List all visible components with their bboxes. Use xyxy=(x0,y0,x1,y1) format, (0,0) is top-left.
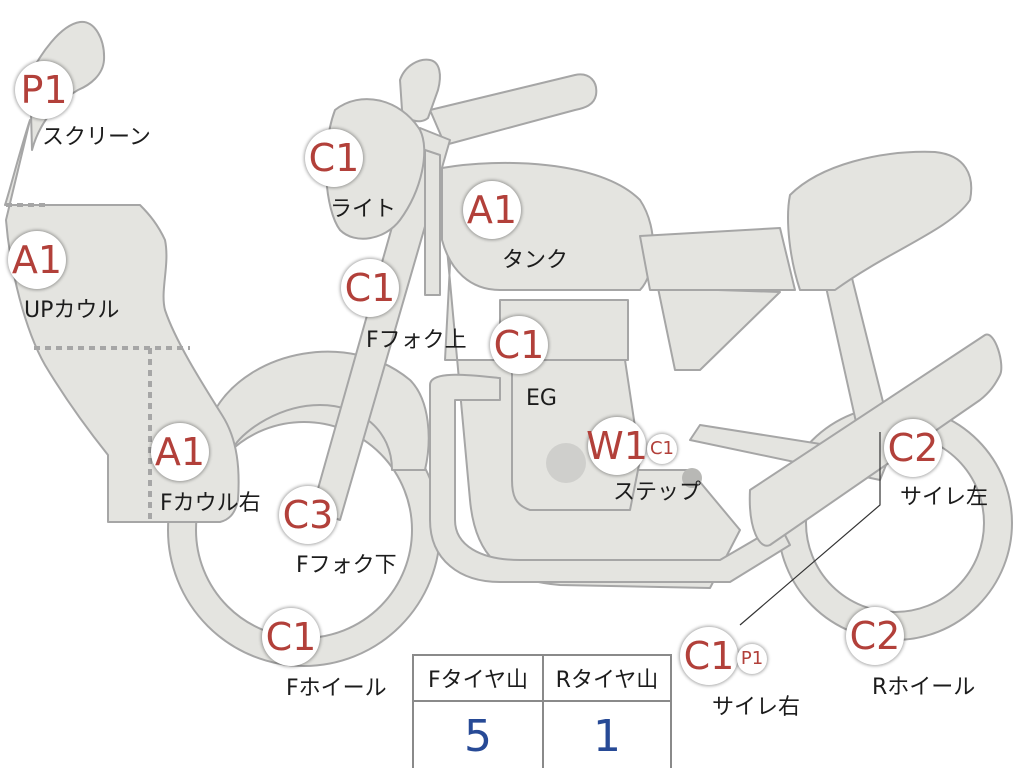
part-code-badge-secondary[interactable]: P1 xyxy=(737,644,767,674)
fairing-shape xyxy=(4,119,240,523)
table-divider xyxy=(542,656,544,768)
tire-tread-table: Fタイヤ山 Rタイヤ山 5 1 xyxy=(412,654,672,768)
side-cover-shape xyxy=(657,287,781,371)
fork-right-shape xyxy=(424,149,441,296)
part-label: Rホイール xyxy=(872,675,976,700)
part-code-badge-secondary[interactable]: C1 xyxy=(647,434,677,464)
part-code-badge[interactable]: C1 xyxy=(262,608,320,666)
handlebar-shape xyxy=(429,73,598,146)
part-code-badge[interactable]: C2 xyxy=(846,607,904,665)
front-tire-value: 5 xyxy=(464,710,492,762)
part-code-badge[interactable]: P1 xyxy=(15,61,73,119)
fork-left-shape xyxy=(311,127,451,521)
part-label: Fカウル右 xyxy=(160,491,261,516)
part-label: ステップ xyxy=(613,480,702,505)
part-label: サイレ左 xyxy=(900,485,989,510)
table-header-rear-tire: Rタイヤ山 xyxy=(555,668,659,693)
part-code-badge[interactable]: C1 xyxy=(680,627,738,685)
table-header-front-tire: Fタイヤ山 xyxy=(428,668,528,693)
part-code-badge[interactable]: C1 xyxy=(490,316,548,374)
seat-shape xyxy=(639,227,796,291)
part-code-badge[interactable]: C1 xyxy=(341,259,399,317)
part-code-badge[interactable]: A1 xyxy=(151,423,209,481)
part-code-badge[interactable]: A1 xyxy=(463,181,521,239)
part-code-badge[interactable]: C3 xyxy=(279,486,337,544)
part-label: Fホイール xyxy=(286,676,387,701)
part-label: UPカウル xyxy=(24,298,120,323)
rear-tire-value: 1 xyxy=(593,710,621,762)
part-code-badge[interactable]: C2 xyxy=(884,419,942,477)
part-code-badge[interactable]: A1 xyxy=(8,231,66,289)
muffler-shape xyxy=(748,333,1003,547)
part-label: スクリーン xyxy=(42,125,151,150)
exhaust-pipe-shape xyxy=(429,373,791,583)
part-label: Fフォク下 xyxy=(296,553,397,578)
part-code-badge[interactable]: C1 xyxy=(305,129,363,187)
part-code-badge[interactable]: W1 xyxy=(586,417,648,475)
part-label: ライト xyxy=(330,197,397,222)
part-label: サイレ右 xyxy=(712,695,801,720)
part-label: タンク xyxy=(502,248,569,273)
part-label: Fフォク上 xyxy=(366,328,467,353)
part-label: EG xyxy=(526,386,557,411)
